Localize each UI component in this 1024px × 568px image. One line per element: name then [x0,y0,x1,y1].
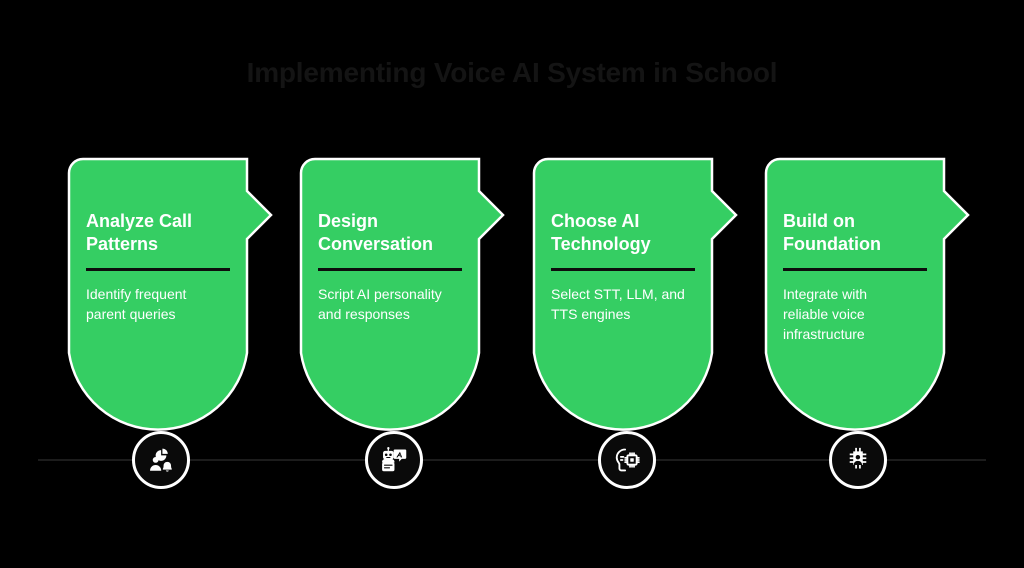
card-shape [764,157,970,431]
card-content: Analyze Call Patterns Identify frequent … [68,158,248,443]
step-connector-line [38,459,986,461]
step-icon-badge-2[interactable] [365,431,423,489]
card-shape [67,157,273,431]
card-divider [551,268,695,271]
user-pie-chart-bell-icon [150,448,172,472]
card-shape [532,157,738,431]
step-card-4[interactable]: Build on Foundation Integrate with relia… [764,157,970,443]
card-title: Analyze Call Patterns [86,211,193,254]
card-shape [299,157,505,431]
step-card-1[interactable]: Analyze Call Patterns Identify frequent … [67,157,273,443]
gear-person-icon [849,447,867,469]
card-description: Select STT, LLM, and TTS engines [551,286,685,322]
card-content: Build on Foundation Integrate with relia… [765,158,945,443]
card-divider [318,268,462,271]
card-description: Integrate with reliable voice infrastruc… [783,286,868,342]
page-title: Implementing Voice AI System in School [246,57,778,88]
card-content: Design Conversation Script AI personalit… [300,158,480,443]
card-description: Identify frequent parent queries [86,286,187,322]
card-title: Build on Foundation [783,211,881,254]
head-microchip-icon [615,448,640,472]
card-title: Choose AI Technology [551,211,651,254]
step-icon-badge-1[interactable] [132,431,190,489]
step-card-3[interactable]: Choose AI Technology Select STT, LLM, an… [532,157,738,443]
step-icon-badge-3[interactable] [598,431,656,489]
step-card-2[interactable]: Design Conversation Script AI personalit… [299,157,505,443]
step-icon-badge-4[interactable] [829,431,887,489]
card-title: Design Conversation [318,211,434,254]
card-divider [86,268,230,271]
card-content: Choose AI Technology Select STT, LLM, an… [533,158,713,443]
card-description: Script AI personality and responses [318,286,442,322]
card-divider [783,268,927,271]
chatbot-speech-bubble-icon [382,447,407,472]
